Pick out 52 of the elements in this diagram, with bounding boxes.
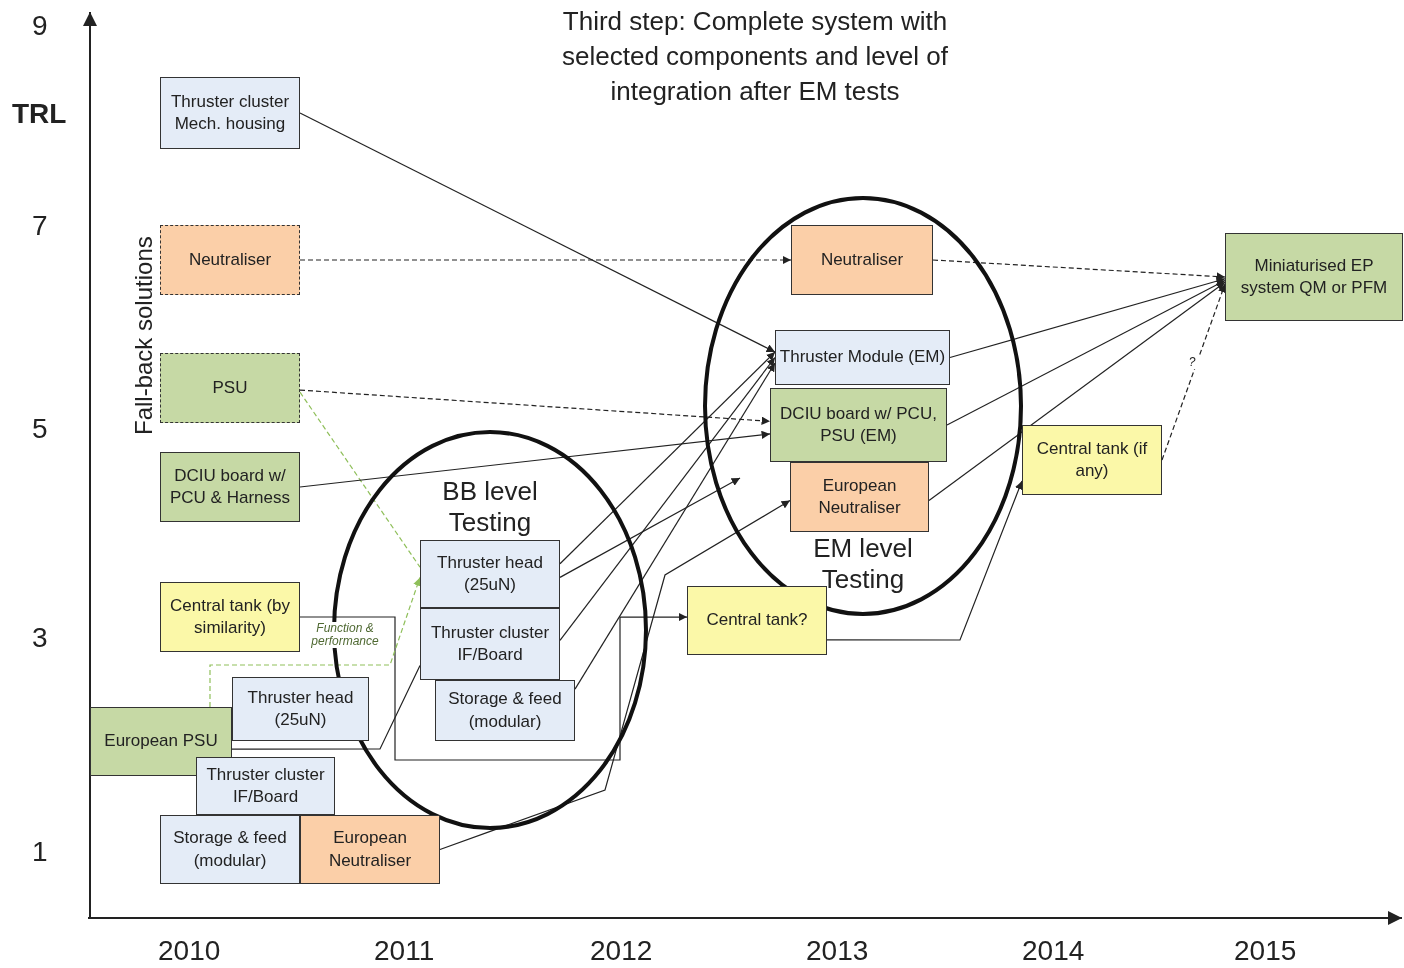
arrow	[826, 480, 1023, 641]
axis-tick-label: 5	[32, 413, 48, 445]
arrow	[299, 255, 792, 265]
arrow	[299, 430, 771, 488]
process-box: Central tank (by similarity)	[160, 582, 300, 652]
axis-tick-label: 7	[32, 210, 48, 242]
side-label: Fall-back solutions	[130, 236, 158, 435]
axis-tick-label: 3	[32, 622, 48, 654]
axis-tick-label: 2013	[806, 935, 869, 967]
connector-line	[299, 391, 421, 568]
process-box: Thruster head (25uN)	[232, 677, 369, 741]
process-box: Storage & feed (modular)	[435, 680, 575, 741]
arrow	[946, 279, 1226, 426]
arrow	[299, 389, 771, 425]
axis-tick-label: 2014	[1022, 935, 1085, 967]
process-box: Thruster cluster Mech. housing	[160, 77, 300, 149]
process-box: Miniaturised EP system QM or PFM	[1225, 233, 1403, 321]
arrow	[559, 351, 776, 565]
title: Third step: Complete system with selected components and level of integration after EM tests	[561, 5, 949, 109]
process-box: DCIU board w/ PCU, PSU (EM)	[770, 388, 947, 462]
process-box: PSU	[160, 353, 300, 423]
process-box: Thruster head (25uN)	[420, 540, 560, 608]
axis-tick-label: 9	[32, 10, 48, 42]
process-box: Thruster Module (EM)	[775, 330, 950, 385]
arrow	[209, 576, 422, 708]
process-box: Central tank?	[687, 586, 827, 655]
process-box: Storage & feed (modular)	[160, 815, 300, 884]
process-box: European Neutraliser	[300, 815, 440, 884]
arrow	[559, 356, 776, 641]
arrow	[299, 612, 688, 761]
axis-tick-label: 2010	[158, 935, 221, 967]
arrow	[299, 112, 776, 353]
connector-line	[231, 665, 421, 750]
process-box: Central tank (if any)	[1022, 425, 1162, 495]
arrow	[932, 259, 1226, 281]
axis-title: TRL	[12, 98, 67, 130]
arrow	[559, 477, 741, 578]
axis-tick-label: 2011	[374, 935, 435, 967]
process-box: European Neutraliser	[790, 462, 929, 532]
arrow	[949, 277, 1226, 359]
arrow	[928, 281, 1226, 502]
axis-tick-label: 2015	[1234, 935, 1297, 967]
process-box: Neutraliser	[791, 225, 933, 295]
arrow	[439, 499, 791, 851]
arrow	[574, 362, 776, 690]
process-box: Neutraliser	[160, 225, 300, 295]
axis-tick-label: 2012	[590, 935, 653, 967]
process-box: Thruster cluster IF/Board	[420, 608, 560, 680]
process-box: Thruster cluster IF/Board	[196, 757, 335, 815]
arrow	[1161, 283, 1227, 461]
process-box: DCIU board w/ PCU & Harness	[160, 452, 300, 522]
axis-tick-label: 1	[32, 836, 48, 868]
